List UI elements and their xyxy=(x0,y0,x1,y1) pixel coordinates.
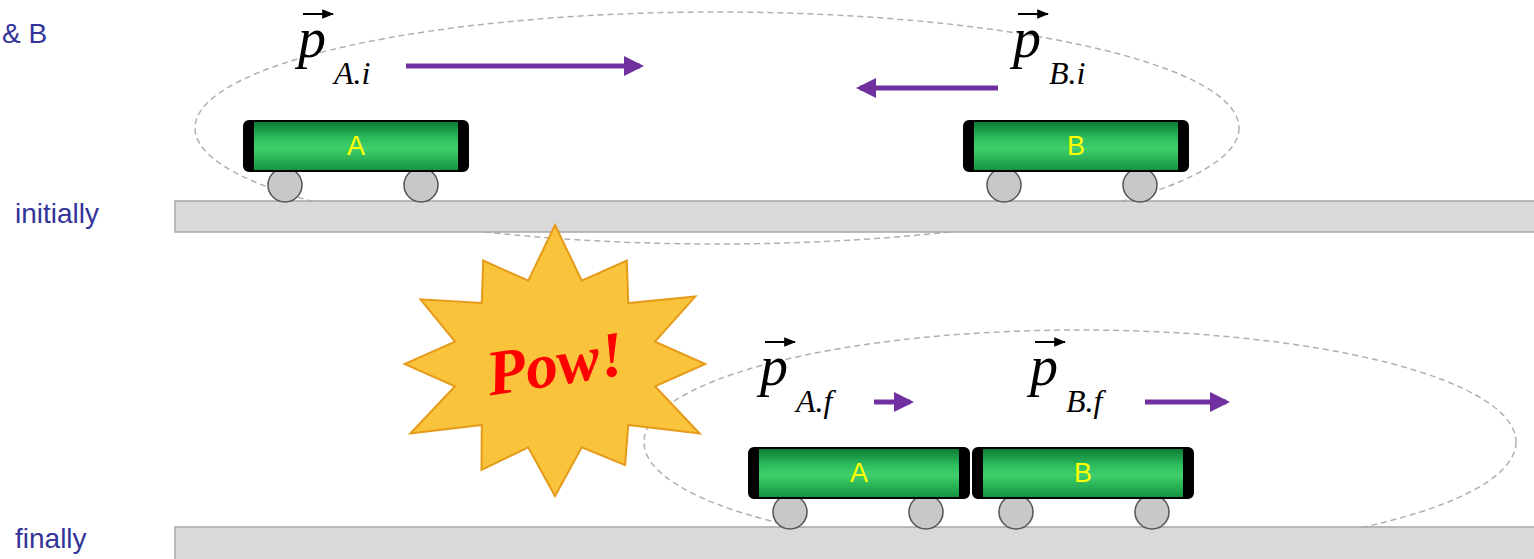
vector-marks xyxy=(303,14,1065,342)
momentum-subscript: B.i xyxy=(1049,57,1085,89)
wheel xyxy=(1123,168,1157,202)
starburst-outline xyxy=(405,225,706,496)
wheel xyxy=(1135,495,1169,529)
stage-label: initially xyxy=(15,200,99,228)
cart-label: B xyxy=(1067,133,1085,160)
momentum-symbol: p xyxy=(760,338,788,394)
cart-body: B xyxy=(972,447,1194,499)
track xyxy=(175,527,1534,559)
momentum-arrow xyxy=(860,86,998,91)
title-fragment: & B xyxy=(2,20,47,48)
momentum-arrow xyxy=(874,400,910,405)
system-boundary xyxy=(644,330,1516,554)
cart-body: A xyxy=(748,447,970,499)
momentum-symbol: p xyxy=(1030,338,1058,394)
momentum-subscript: B.f xyxy=(1066,385,1102,417)
stage-label: finally xyxy=(15,525,87,553)
wheel xyxy=(404,168,438,202)
momentum-subscript: A.f xyxy=(796,385,832,417)
momentum-symbol: p xyxy=(298,10,326,66)
cart-body: A xyxy=(243,120,469,172)
cart-label: A xyxy=(850,460,868,487)
momentum-arrow xyxy=(1145,400,1226,405)
momentum-arrow xyxy=(406,64,640,69)
cart-label: A xyxy=(347,133,365,160)
wheel xyxy=(909,495,943,529)
collision-starburst: Pow! xyxy=(385,222,725,506)
track xyxy=(175,201,1534,232)
cart-body: B xyxy=(963,120,1189,172)
cart-label: B xyxy=(1074,460,1092,487)
momentum-subscript: A.i xyxy=(334,57,370,89)
wheel xyxy=(773,495,807,529)
wheel xyxy=(987,168,1021,202)
momentum-symbol: p xyxy=(1013,10,1041,66)
wheel xyxy=(268,168,302,202)
wheel xyxy=(999,495,1033,529)
